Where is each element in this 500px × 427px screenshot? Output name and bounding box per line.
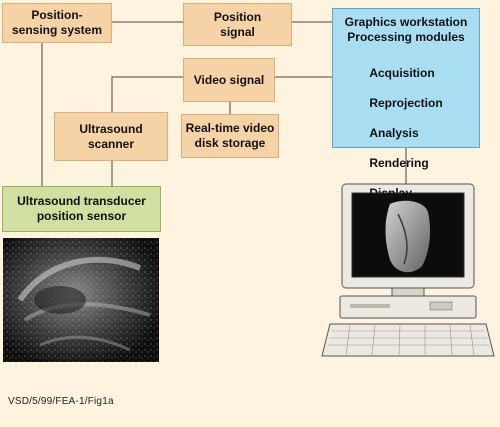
figure-caption: VSD/5/99/FEA-1/Fig1a <box>8 396 114 407</box>
ultrasound-scan-image <box>3 238 159 362</box>
module-reprojection: Reprojection <box>369 96 443 110</box>
video-signal-box: Video signal <box>183 58 275 102</box>
module-rendering: Rendering <box>369 156 429 170</box>
module-display: Display <box>369 186 413 200</box>
video-signal-label: Video signal <box>193 72 265 87</box>
ultrasound-scanner-box: Ultrasound scanner <box>54 112 168 161</box>
computer-workstation-illustration <box>321 183 495 357</box>
processing-modules-list: Acquisition Reprojection Analysis Render… <box>369 51 442 216</box>
position-sensing-system-box: Position- sensing system <box>2 3 112 43</box>
monitor-stand <box>391 287 425 297</box>
transducer-sensor-box: Ultrasound transducer position sensor <box>2 186 161 232</box>
rendered-volume <box>385 200 430 273</box>
connector-scanner-to-video <box>111 76 183 112</box>
module-analysis: Analysis <box>369 126 419 140</box>
video-storage-label: Real-time video disk storage <box>185 121 275 150</box>
base-unit <box>339 295 477 319</box>
position-sensing-system-label: Position- sensing system <box>11 8 103 37</box>
keyboard <box>321 323 495 357</box>
graphics-workstation-box: Graphics workstation Processing modules … <box>332 8 480 200</box>
transducer-sensor-label: Ultrasound transducer position sensor <box>17 194 146 223</box>
workstation-title: Graphics workstation Processing modules <box>344 15 468 44</box>
video-storage-box: Real-time video disk storage <box>181 114 279 158</box>
position-signal-box: Position signal <box>183 3 292 46</box>
connector-lines <box>41 21 407 186</box>
position-signal-label: Position signal <box>213 9 262 39</box>
ultrasound-scanner-label: Ultrasound scanner <box>79 121 143 151</box>
module-acquisition: Acquisition <box>369 66 435 80</box>
